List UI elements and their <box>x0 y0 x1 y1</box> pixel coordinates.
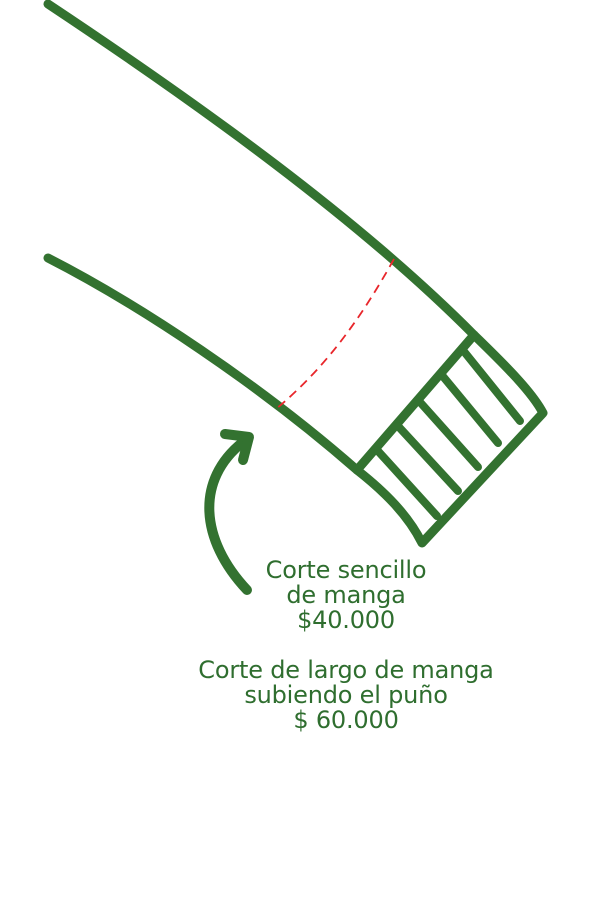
long-cut-title-line1: Corte de largo de manga <box>198 656 494 684</box>
dashed-cut-line-icon <box>275 258 395 410</box>
long-cut-price: $ 60.000 <box>293 706 399 734</box>
cuff-stripe <box>394 422 462 495</box>
long-cut-title-line2: subiendo el puño <box>244 681 448 709</box>
arrow-head <box>220 429 254 465</box>
curved-arrow-icon <box>204 429 254 595</box>
cuff-stripe <box>458 345 524 425</box>
sleeve-top-edge <box>43 0 479 340</box>
arrow-shaft <box>204 437 252 595</box>
cuff-stripe <box>437 370 502 447</box>
long-sleeve-cut-option: Corte de largo de manga subiendo el puño… <box>46 658 600 733</box>
cuff-stripe <box>415 397 482 471</box>
striped-cuff-icon <box>352 330 548 548</box>
simple-cut-title-line2: de manga <box>286 581 406 609</box>
sleeve-bottom-edge <box>43 253 362 475</box>
simple-cut-price: $40.000 <box>297 606 395 634</box>
simple-sleeve-cut-option: Corte sencillo de manga $40.000 <box>46 558 600 633</box>
cuff-stripe <box>374 447 441 520</box>
cuff-outer-edge <box>352 330 548 548</box>
price-captions: Corte sencillo de manga $40.000 Corte de… <box>0 558 600 733</box>
simple-cut-title-line1: Corte sencillo <box>265 556 427 584</box>
